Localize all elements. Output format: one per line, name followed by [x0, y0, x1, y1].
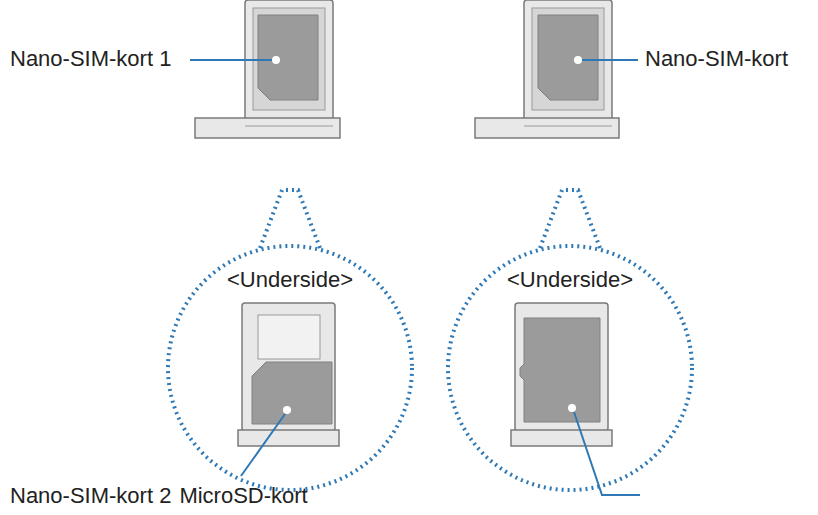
part-label: MicroSD-kort [179, 483, 307, 508]
sim-tray-underside-left [238, 303, 339, 476]
part-label: Nano-SIM-kort 2 [10, 483, 171, 508]
sim-tray-top-left [190, 0, 340, 138]
sim-tray-underside-right [511, 303, 640, 495]
magnifier-circle: <Underside> [165, 243, 415, 493]
part-label: Nano-SIM-kort [645, 46, 788, 71]
part-label: Nano-SIM-kort 1 [10, 46, 171, 71]
view-heading: <Underside> [445, 243, 695, 293]
magnifier-circle: <Underside> [445, 243, 695, 493]
view-heading: <Underside> [165, 243, 415, 293]
sim-tray-top-right [475, 0, 638, 138]
magnifier-pointer [260, 190, 600, 248]
